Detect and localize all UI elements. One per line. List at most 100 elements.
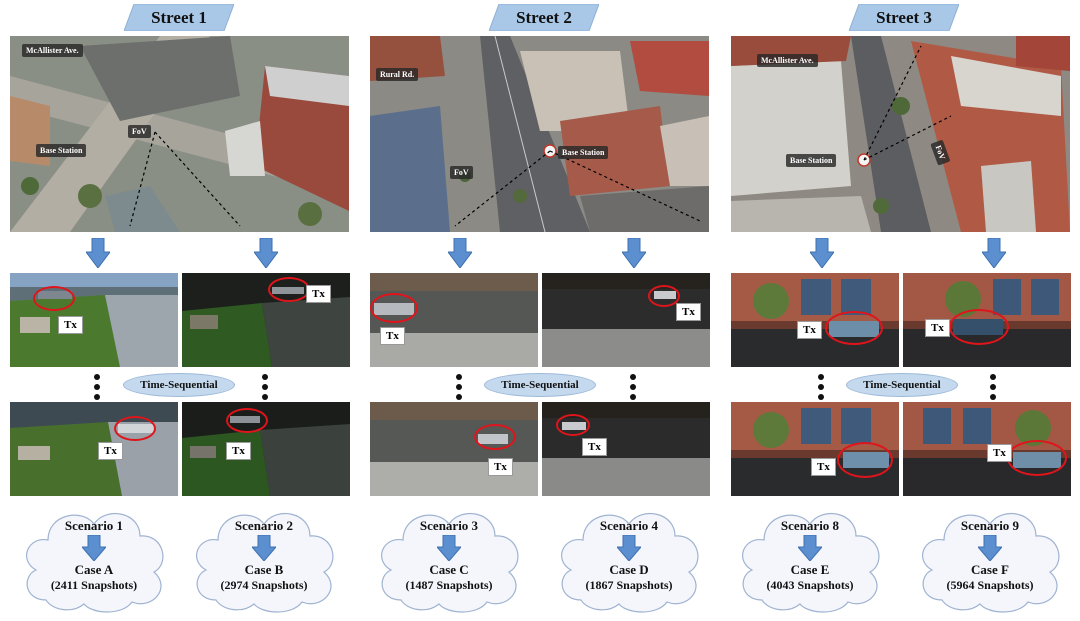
case-name: Case B: [244, 562, 284, 577]
time-sequential-label: Time-Sequential: [484, 373, 596, 397]
tx-label: Tx: [582, 438, 607, 456]
ellipsis-dots: [990, 374, 996, 400]
snapshot-count: (5964 Snapshots): [946, 578, 1034, 592]
scenario-1-frame-end: Tx: [10, 402, 178, 496]
street-3-aerial-view: McAllister Ave. FoV Base Station: [731, 36, 1070, 232]
scenario-name: Scenario 2: [234, 518, 294, 533]
down-arrow-icon: [982, 238, 1006, 268]
street-1-title: Street 1: [151, 7, 207, 27]
down-arrow-icon: [82, 535, 106, 561]
camera-frame-image: [10, 273, 178, 367]
scenario-1-frame-start: Tx: [10, 273, 178, 367]
scenario-8-frame-end: Tx: [731, 402, 899, 496]
snapshot-count: (2411 Snapshots): [50, 578, 138, 592]
down-arrow-icon: [252, 535, 276, 561]
ellipsis-dots: [94, 374, 100, 400]
scenario-9-frame-start: Tx: [903, 273, 1071, 367]
down-arrow-icon: [86, 238, 110, 268]
scenario-name: Scenario 9: [960, 518, 1020, 533]
base-station-label: Base Station: [786, 154, 837, 167]
case-name: Case E: [790, 562, 830, 577]
down-arrow-icon: [978, 535, 1002, 561]
camera-frame-image: [542, 402, 710, 496]
street-1-aerial-view: McAllister Ave. FoV Base Station: [10, 36, 349, 232]
snapshot-count: (4043 Snapshots): [766, 578, 854, 592]
camera-frame-image: [731, 273, 899, 367]
car-highlight-ring: [1007, 440, 1067, 476]
car-highlight-ring: [268, 277, 310, 302]
scenario-name: Scenario 1: [64, 518, 124, 533]
aerial-image: [10, 36, 349, 232]
car-highlight-ring: [837, 442, 893, 478]
car-highlight-ring: [33, 286, 75, 311]
scenario-3-frame-start: Tx: [370, 273, 538, 367]
scenario-8-frame-start: Tx: [731, 273, 899, 367]
case-name: Case A: [74, 562, 114, 577]
scenario-cloud-3: Scenario 3 Case C (1487 Snapshots): [373, 502, 525, 614]
car-highlight-ring: [648, 285, 680, 307]
scenario-9-frame-end: Tx: [903, 402, 1071, 496]
road-label: Rural Rd.: [376, 68, 419, 81]
road-label: McAllister Ave.: [22, 44, 83, 57]
ellipsis-dots: [630, 374, 636, 400]
snapshot-count: (1487 Snapshots): [405, 578, 493, 592]
scenario-cloud-1: Scenario 1 Case A (2411 Snapshots): [18, 502, 170, 614]
tx-label: Tx: [58, 316, 83, 334]
ellipsis-dots: [456, 374, 462, 400]
fov-label: FoV: [128, 125, 151, 138]
street-3-banner: Street 3: [849, 4, 959, 31]
banner-shape: [489, 4, 599, 31]
case-name: Case F: [971, 562, 1009, 577]
tx-label: Tx: [380, 327, 405, 345]
tx-label: Tx: [226, 442, 251, 460]
cloud-shape: [381, 513, 519, 613]
scenario-cloud-2: Scenario 2 Case B (2974 Snapshots): [188, 502, 340, 614]
street-2-banner: Street 2: [489, 4, 599, 31]
banner-shape: [849, 4, 959, 31]
street-3-title: Street 3: [876, 7, 932, 27]
cloud-shape: [26, 513, 164, 613]
time-sequential-label: Time-Sequential: [123, 373, 235, 397]
scenario-name: Scenario 3: [419, 518, 479, 533]
scenario-cloud-4: Scenario 4 Case D (1867 Snapshots): [553, 502, 705, 614]
case-name: Case D: [609, 562, 649, 577]
scenario-2-frame-start: Tx: [182, 273, 350, 367]
case-name: Case C: [429, 562, 469, 577]
tx-label: Tx: [925, 319, 950, 337]
car-highlight-ring: [825, 311, 883, 345]
base-station-label: Base Station: [558, 146, 609, 159]
camera-frame-image: [10, 402, 178, 496]
tx-label: Tx: [98, 442, 123, 460]
camera-frame-image: [370, 402, 538, 496]
tx-label: Tx: [306, 285, 331, 303]
car-highlight-ring: [226, 408, 268, 433]
scenario-4-frame-end: Tx: [542, 402, 710, 496]
cloud-shape: [196, 513, 334, 613]
down-arrow-icon: [622, 238, 646, 268]
snapshot-count: (2974 Snapshots): [220, 578, 308, 592]
tx-label: Tx: [488, 458, 513, 476]
scenario-name: Scenario 8: [780, 518, 840, 533]
tx-label: Tx: [797, 321, 822, 339]
car-highlight-ring: [370, 293, 418, 323]
down-arrow-icon: [437, 535, 461, 561]
street-2-title: Street 2: [516, 7, 572, 27]
car-highlight-ring: [474, 424, 516, 450]
ellipsis-dots: [262, 374, 268, 400]
ellipsis-dots: [818, 374, 824, 400]
tx-label: Tx: [676, 303, 701, 321]
street-1-banner: Street 1: [124, 4, 234, 31]
scenario-name: Scenario 4: [599, 518, 659, 533]
banner-shape: [124, 4, 234, 31]
time-sequential-label: Time-Sequential: [846, 373, 958, 397]
car-highlight-ring: [556, 414, 590, 436]
cloud-shape: [922, 513, 1060, 613]
tx-label: Tx: [987, 444, 1012, 462]
street-2-aerial-view: Rural Rd. FoV Base Station: [370, 36, 709, 232]
road-label: McAllister Ave.: [757, 54, 818, 67]
scenario-4-frame-start: Tx: [542, 273, 710, 367]
snapshot-count: (1867 Snapshots): [585, 578, 673, 592]
car-highlight-ring: [949, 309, 1009, 345]
down-arrow-icon: [798, 535, 822, 561]
base-station-label: Base Station: [36, 144, 87, 157]
